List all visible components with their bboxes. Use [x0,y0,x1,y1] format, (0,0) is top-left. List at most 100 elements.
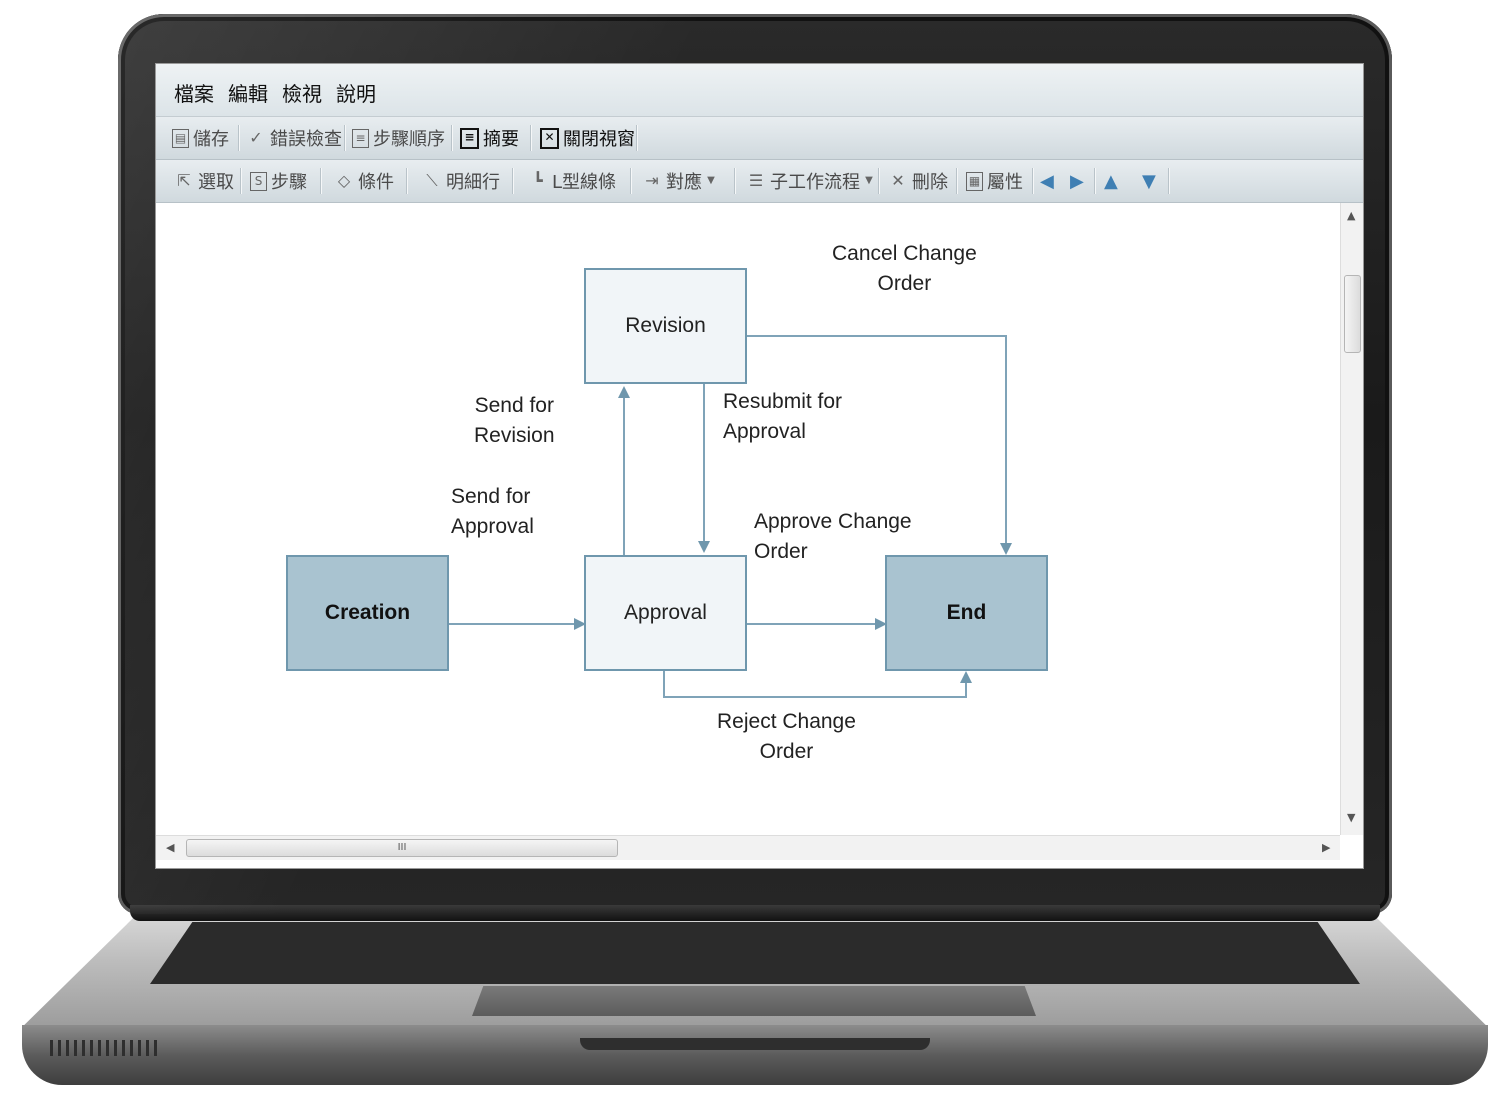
label-line: Approve Change [754,510,912,533]
triangle-up-icon: ▲ [1104,170,1118,192]
l-line-tool-label: L型線條 [552,172,617,193]
move-left-button[interactable]: ◀ [1036,166,1058,196]
scroll-up-arrow-icon[interactable]: ▲ [1347,209,1356,222]
subflow-tool-button[interactable]: ☰ 子工作流程 ▼ [742,166,878,196]
summary-button[interactable]: ≡ 摘要 [456,123,523,153]
label-line: Order [754,540,808,563]
properties-icon: ▦ [966,171,983,191]
horizontal-scrollbar[interactable]: ◀ III ▶ [156,835,1340,860]
node-revision-label: Revision [625,314,706,337]
diamond-icon: ◇ [337,171,351,190]
elbow-line-icon: ┗ [533,171,543,190]
vertical-scroll-thumb[interactable] [1344,275,1361,353]
scroll-down-arrow-icon[interactable]: ▼ [1347,811,1356,824]
scroll-left-arrow-icon[interactable]: ◀ [166,841,175,854]
toolbar-separator [238,125,239,151]
error-check-button[interactable]: ✓ 錯誤檢查 [242,123,346,153]
save-label: 儲存 [193,129,229,150]
laptop-touchpad [472,986,1036,1016]
toolbar-separator [630,168,631,194]
scroll-right-arrow-icon[interactable]: ▶ [1322,841,1331,854]
delete-x-icon: ✕ [891,171,905,190]
edge-reject-change-order [663,670,972,698]
subflow-tool-label: 子工作流程 [770,172,860,193]
mapping-icon: ⇥ [645,171,659,190]
save-button[interactable]: ▤ 儲存 [168,123,233,153]
triangle-right-icon: ▶ [1070,170,1084,192]
label-line: Revision [474,424,555,447]
horizontal-scroll-thumb[interactable]: III [186,839,618,857]
label-line: Send for [474,394,554,417]
l-line-tool-button[interactable]: ┗ L型線條 [524,166,620,196]
toolbar-separator [240,168,241,194]
toolbar-separator [530,125,531,151]
menu-edit[interactable]: 編輯 [228,82,268,106]
laptop-base-front [22,1025,1488,1085]
triangle-down-icon: ▼ [1142,170,1156,192]
toolbar-separator [344,125,345,151]
document-icon: ≡ [460,127,479,149]
dropdown-arrow-icon[interactable]: ▼ [865,175,873,186]
move-right-button[interactable]: ▶ [1066,166,1088,196]
list-icon: ≡ [352,128,369,148]
node-revision[interactable]: Revision [584,268,747,384]
label-line: Send for [451,485,531,508]
toolbar-separator [878,168,879,194]
condition-tool-button[interactable]: ◇ 條件 [330,166,398,196]
label-reject-change-order: Reject Change Order [717,707,856,767]
vertical-scrollbar[interactable]: ▲ ▼ [1340,203,1363,835]
main-toolbar: ▤ 儲存 ✓ 錯誤檢查 ≡ 步驟順序 ≡ 摘要 ✕ 關閉視窗 [156,117,1363,160]
label-line: Reject Change [717,710,856,733]
toolbar-separator [406,168,407,194]
dropdown-arrow-icon[interactable]: ▼ [707,175,715,186]
step-tool-button[interactable]: S 步驟 [246,166,311,196]
error-check-label: 錯誤檢查 [270,129,342,150]
menu-help[interactable]: 說明 [336,82,376,106]
workflow-editor-window: 檔案 編輯 檢視 說明 ▤ 儲存 ✓ 錯誤檢查 ≡ 步驟順序 ≡ 摘要 ✕ 關閉… [155,63,1364,869]
step-icon: S [250,171,267,191]
steps-order-button[interactable]: ≡ 步驟順序 [348,123,449,153]
toolbar-separator [1032,168,1033,194]
toolbar-separator [451,125,452,151]
node-creation[interactable]: Creation [286,555,449,671]
label-line: Cancel Change [832,242,977,265]
laptop-hinge [130,905,1380,921]
label-line: Order [877,272,932,295]
detail-line-tool-button[interactable]: ⟍ 明細行 [418,166,504,196]
node-end[interactable]: End [885,555,1048,671]
delete-tool-button[interactable]: ✕ 刪除 [884,166,952,196]
toolbar-separator [1168,168,1169,194]
label-line: Order [759,740,814,763]
save-icon: ▤ [172,128,189,148]
edge-cancel-change-order [746,335,1012,555]
menu-file[interactable]: 檔案 [174,82,214,106]
select-tool-button[interactable]: ⇱ 選取 [170,166,238,196]
steps-order-label: 步驟順序 [373,129,445,150]
label-send-for-revision: Send for Revision [474,391,555,451]
close-window-button[interactable]: ✕ 關閉視窗 [536,123,639,153]
node-approval-label: Approval [624,601,707,624]
node-approval[interactable]: Approval [584,555,747,671]
workflow-edges [449,335,1012,698]
label-line: Approval [451,515,534,538]
laptop-keyboard [150,922,1360,984]
toolbar-separator [956,168,957,194]
properties-tool-label: 屬性 [987,172,1023,193]
move-down-button[interactable]: ▼ [1138,166,1160,196]
subflow-icon: ☰ [748,171,764,190]
move-up-button[interactable]: ▲ [1100,166,1122,196]
node-end-label: End [946,601,987,624]
step-tool-label: 步驟 [271,172,307,193]
mapping-tool-button[interactable]: ⇥ 對應 ▼ [638,166,720,196]
detail-line-tool-label: 明細行 [446,172,500,193]
menu-view[interactable]: 檢視 [282,82,322,106]
node-creation-label: Creation [324,601,411,624]
laptop-base-notch [580,1038,930,1050]
checkmark-icon: ✓ [249,128,263,147]
diagram-canvas[interactable]: Revision Creation Approval End Cancel Ch… [156,203,1340,835]
toolbar-separator [1094,168,1095,194]
triangle-left-icon: ◀ [1040,170,1054,192]
toolbar-separator [512,168,513,194]
menu-bar: 檔案 編輯 檢視 說明 [156,64,1363,117]
properties-tool-button[interactable]: ▦ 屬性 [962,166,1027,196]
